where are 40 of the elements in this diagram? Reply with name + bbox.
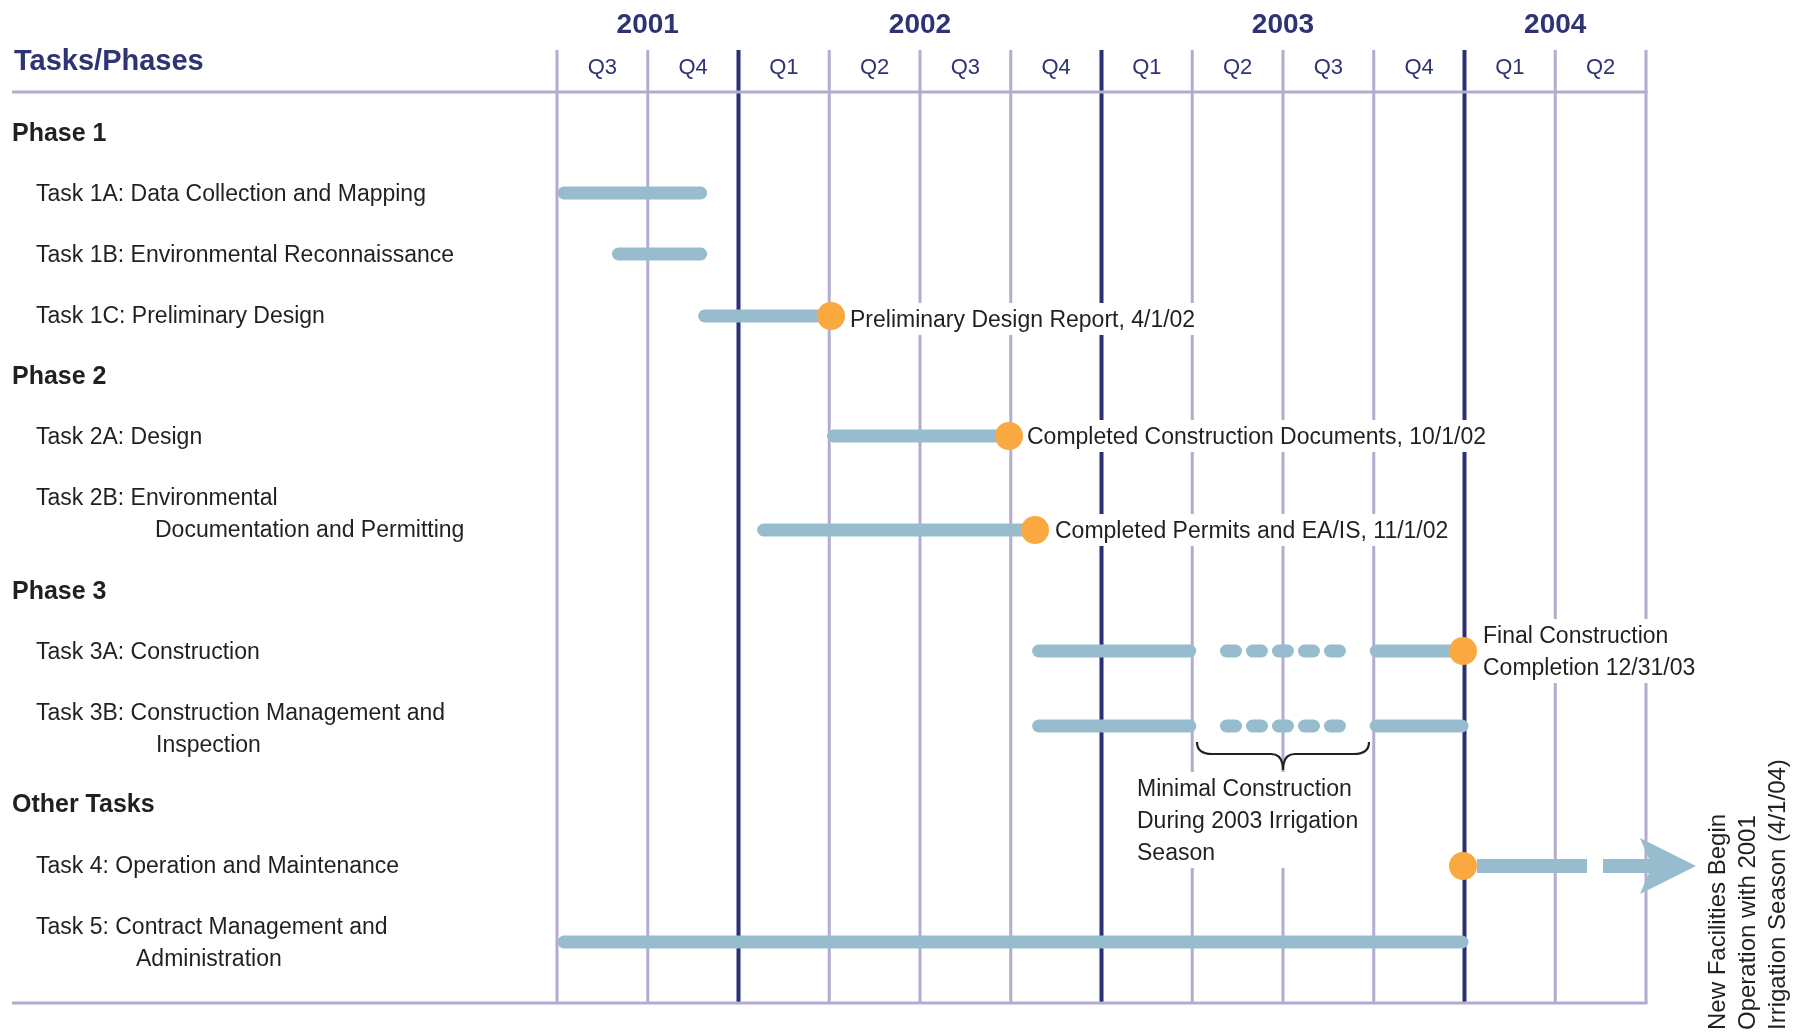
task-label: Task 1C: Preliminary Design: [36, 301, 325, 330]
year-label: 2001: [616, 8, 679, 40]
phase-heading: Other Tasks: [12, 788, 155, 819]
quarter-label: Q3: [1313, 53, 1344, 81]
task-label: Task 5: Contract Management and Administration: [36, 912, 388, 973]
quarter-label: Q2: [1222, 53, 1253, 81]
milestone-label: Final Construction Completion 12/31/03: [1481, 619, 1698, 683]
milestone-dot: [1449, 637, 1477, 665]
milestone-note: New Facilities Begin Operation with 2001 Irrigation Season (4/1/04): [1702, 712, 1794, 1030]
quarter-label: Q4: [1404, 53, 1434, 81]
quarter-label: Q1: [769, 53, 799, 81]
task-label: Task 3A: Construction: [36, 637, 260, 666]
milestone-label: Completed Permits and EA/IS, 11/1/02: [1053, 514, 1451, 546]
quarter-label: Q2: [859, 53, 890, 81]
year-label: 2002: [888, 8, 952, 40]
arrow: [1477, 838, 1696, 894]
task-label: Task 3B: Construction Management and Inspection: [36, 698, 446, 759]
phase-heading: Phase 1: [12, 117, 107, 148]
milestone-dot: [1021, 516, 1049, 544]
task-label: Task 1A: Data Collection and Mapping: [36, 179, 426, 208]
milestone-dot: [995, 422, 1023, 450]
task-label: Task 4: Operation and Maintenance: [36, 851, 400, 880]
quarter-label: Q3: [950, 53, 981, 81]
task-label: Task 2B: Environmental Documentation and Permitting: [36, 483, 465, 544]
quarter-label: Q1: [1495, 53, 1525, 81]
column-heading: Tasks/Phases: [14, 44, 204, 76]
task-label: Task 1B: Environmental Reconnaissance: [36, 240, 455, 269]
phase-heading: Phase 3: [12, 575, 107, 606]
quarter-label: Q4: [1041, 53, 1071, 81]
year-label: 2004: [1524, 8, 1587, 40]
year-label: 2003: [1251, 8, 1315, 40]
milestone-dot: [817, 302, 845, 330]
quarter-label: Q4: [678, 53, 708, 81]
quarter-label: Q2: [1585, 53, 1616, 81]
milestone-dot: [1449, 852, 1477, 880]
phase-heading: Phase 2: [12, 360, 107, 391]
task-label: Task 2A: Design: [36, 422, 203, 451]
milestone-label: Completed Construction Documents, 10/1/02: [1025, 420, 1488, 452]
quarter-label: Q3: [587, 53, 618, 81]
quarter-label: Q1: [1132, 53, 1162, 81]
